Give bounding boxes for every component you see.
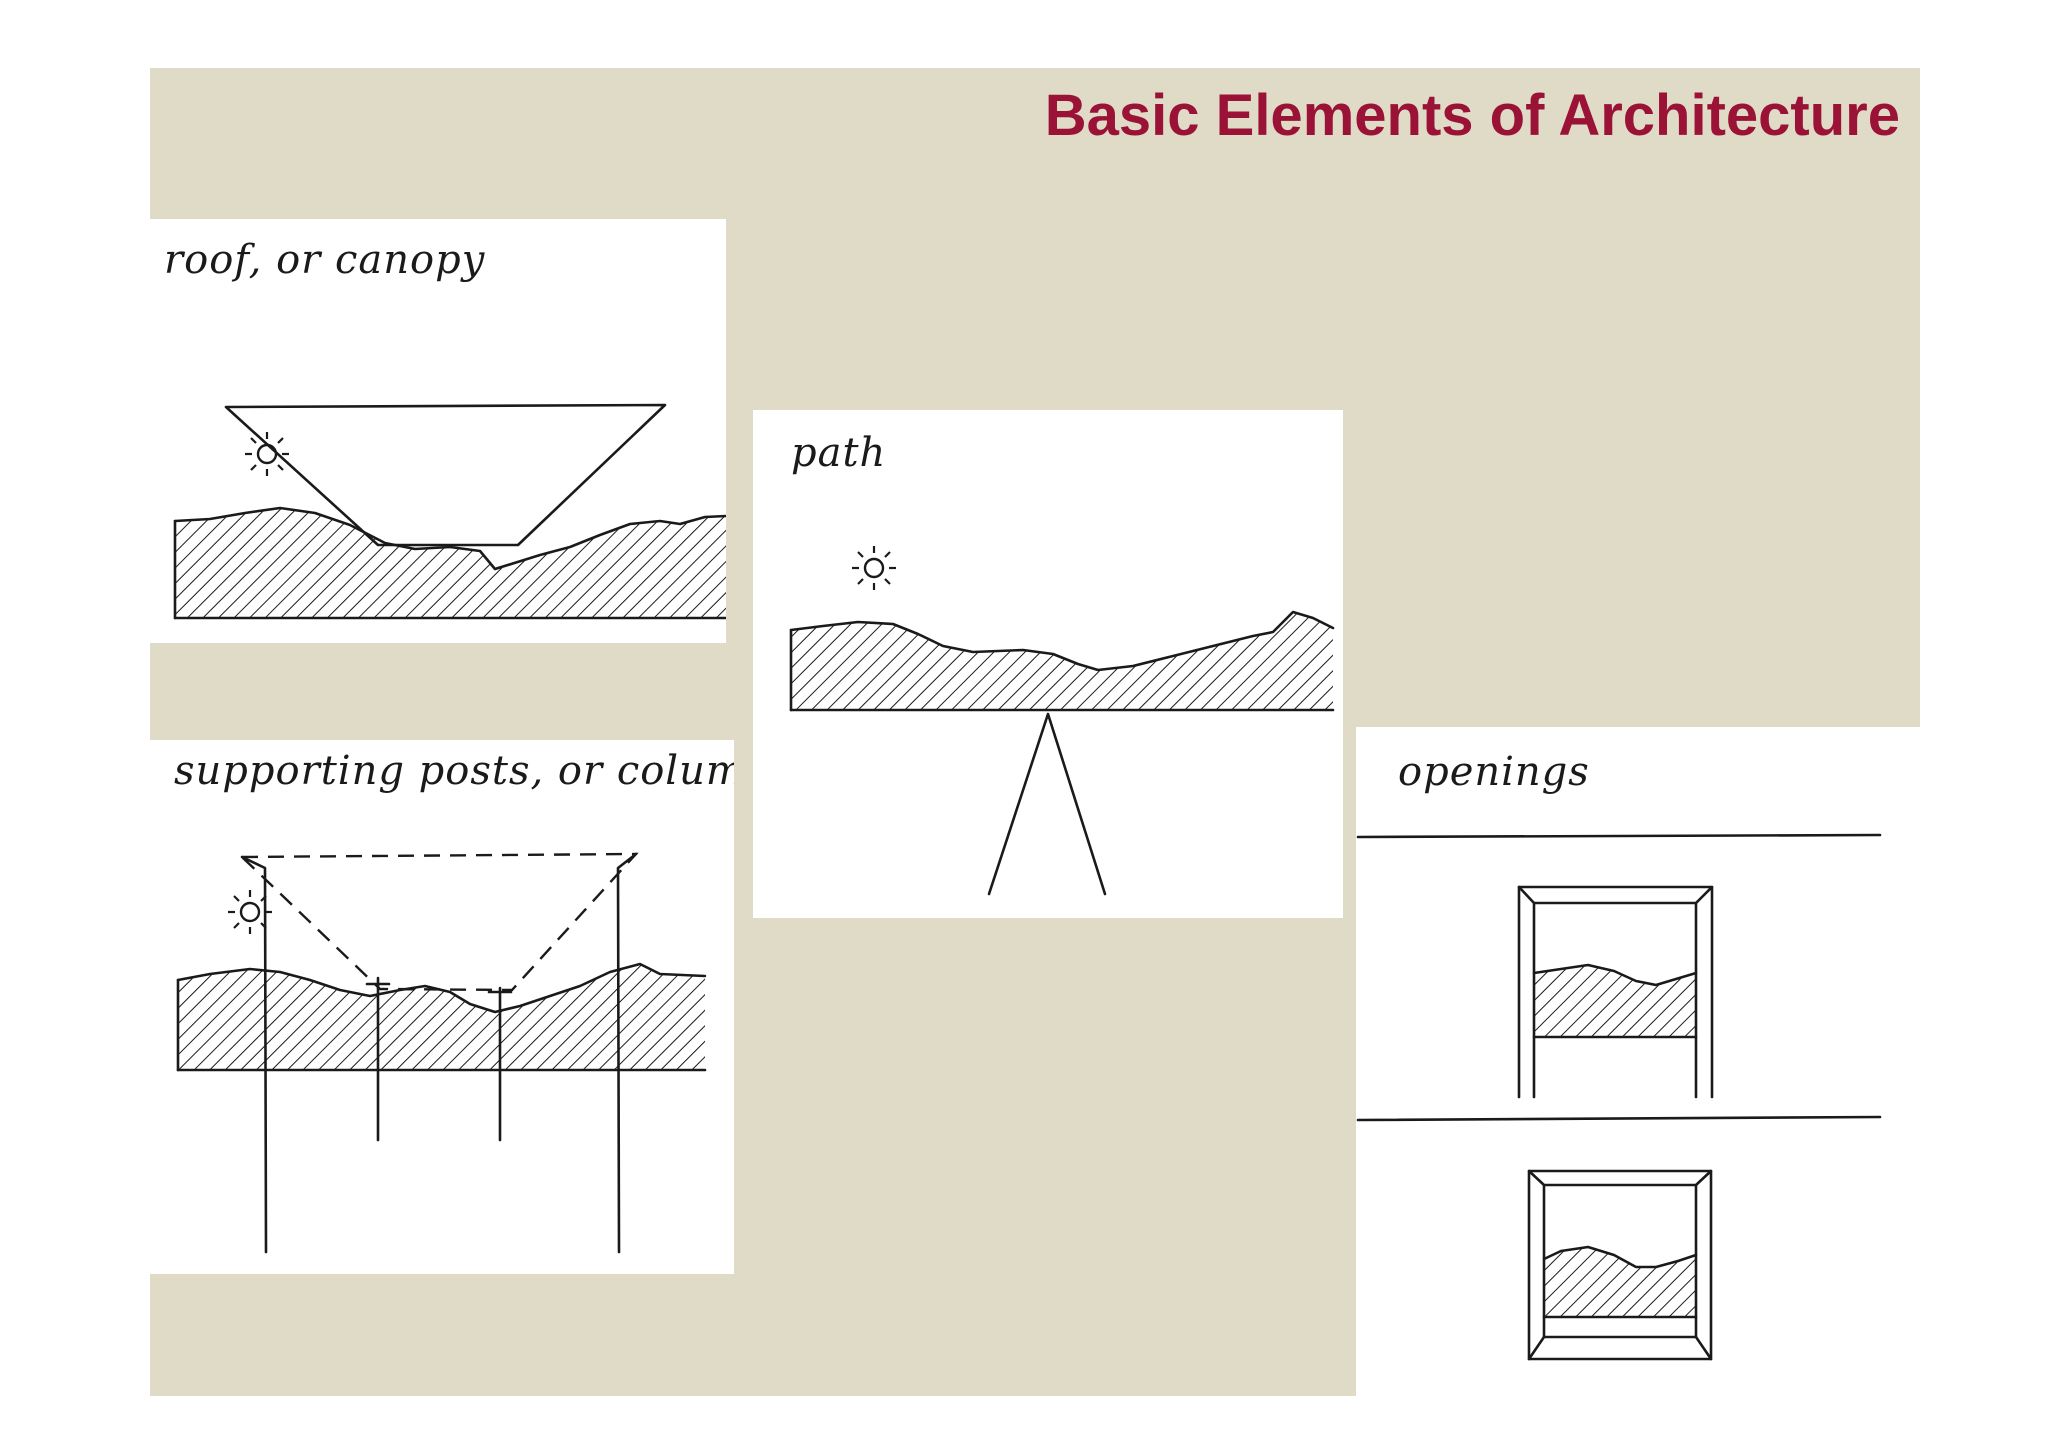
path-caption: path (791, 430, 887, 476)
sun-icon (850, 544, 898, 592)
roof-caption: roof, or canopy (164, 237, 486, 283)
ground-section (178, 964, 705, 1070)
openings-diagram (1356, 833, 1882, 1361)
implied-roof (239, 852, 639, 992)
path-panel: path (753, 410, 1343, 918)
path-diagram (789, 544, 1335, 896)
view-section (1534, 965, 1696, 1037)
slide-title: Basic Elements of Architecture (1044, 83, 1900, 148)
openings-panel: openings (1356, 727, 1920, 1396)
roof-canopy (224, 403, 667, 547)
sun-icon (243, 430, 291, 478)
ground-line (176, 962, 707, 1014)
divider-middle (1356, 1115, 1882, 1122)
window-opening (1527, 1169, 1713, 1361)
roof-diagram (173, 403, 726, 620)
divider-top (1356, 833, 1882, 839)
view-section (1544, 1247, 1696, 1317)
ground-section (175, 508, 726, 618)
sun-icon (226, 888, 274, 936)
column-posts (240, 852, 638, 1254)
ground-line (789, 610, 1335, 672)
path-lines (987, 712, 1107, 896)
ground-line (173, 506, 726, 571)
posts-caption: supporting posts, or columns (174, 748, 734, 794)
door-opening (1517, 885, 1714, 1099)
ground-section (791, 612, 1333, 710)
openings-caption: openings (1398, 749, 1590, 795)
roof-panel: roof, or canopy (150, 219, 726, 643)
posts-panel: supporting posts, or columns (150, 740, 734, 1274)
posts-diagram (176, 852, 707, 1254)
